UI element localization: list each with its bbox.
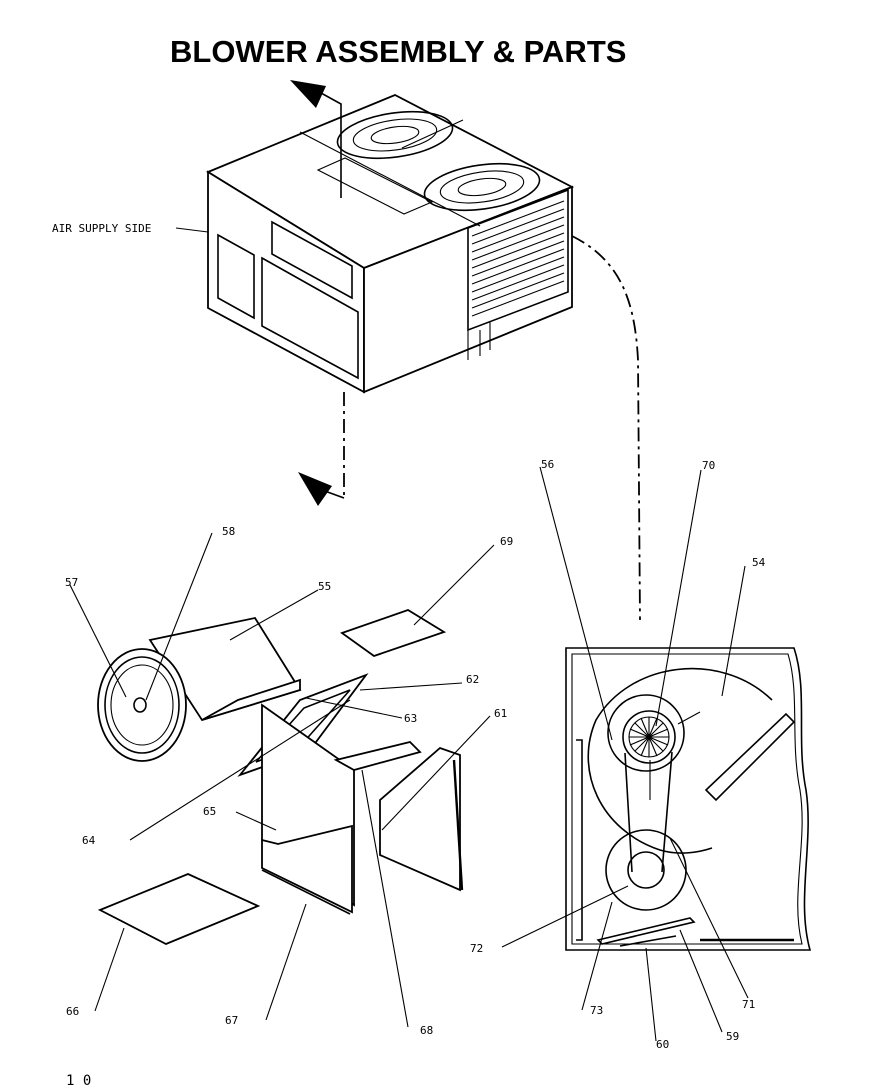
callout-66: 66: [66, 1005, 79, 1018]
callout-68: 68: [420, 1024, 433, 1037]
callout-61: 61: [494, 707, 507, 720]
callout-63: 63: [404, 712, 417, 725]
callout-57: 57: [65, 576, 78, 589]
page-title: BLOWER ASSEMBLY & PARTS: [170, 34, 626, 69]
callout-67: 67: [225, 1014, 238, 1027]
callout-56: 56: [541, 458, 554, 471]
side-panel-61: [379, 746, 461, 892]
callout-64: 64: [82, 834, 96, 847]
rooftop-unit: [206, 94, 575, 394]
callout-73: 73: [590, 1004, 603, 1017]
callout-60: 60: [656, 1038, 669, 1051]
callout-65: 65: [203, 805, 216, 818]
callout-69: 69: [500, 535, 513, 548]
partition-panel-part: [261, 703, 422, 915]
bottom-panel-66: [97, 873, 261, 945]
callout-58: 58: [222, 525, 235, 538]
callout-72: 72: [470, 942, 483, 955]
airflow-arrows: [290, 80, 345, 506]
callout-59: 59: [726, 1030, 739, 1043]
callout-70: 70: [702, 459, 715, 472]
callout-62: 62: [466, 673, 479, 686]
page-number: 1 0: [66, 1073, 91, 1088]
callout-54: 54: [752, 556, 766, 569]
blower-cabinet: [565, 647, 812, 951]
callout-numbers: 57 58 55 69 62 63 61 65 64 66 67 68 56 7…: [65, 458, 766, 1051]
air-supply-side-label: AIR SUPPLY SIDE: [52, 222, 151, 235]
callout-55: 55: [318, 580, 331, 593]
callout-leaders: [69, 466, 749, 1042]
callout-71: 71: [742, 998, 755, 1011]
callout-connector: [571, 235, 641, 621]
filter-panel-69: [340, 609, 447, 658]
blower-housing-part: [97, 616, 302, 762]
